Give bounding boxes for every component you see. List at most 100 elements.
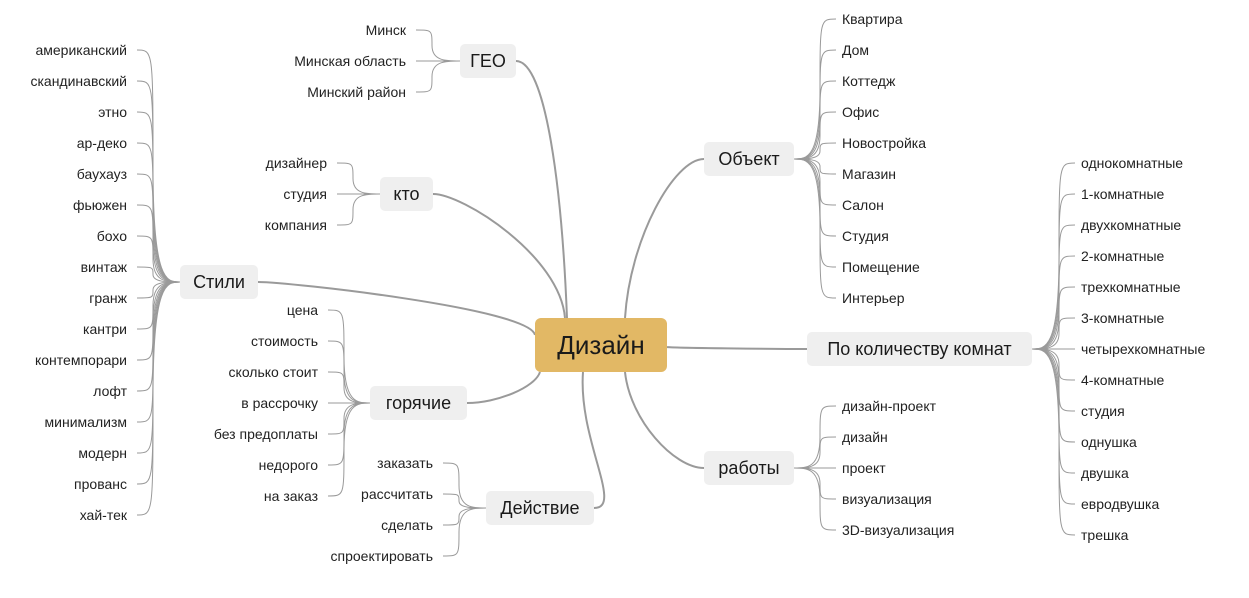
subtopic-deystvie[interactable]: рассчитать xyxy=(361,486,433,502)
subtopic-komnaty[interactable]: однокомнатные xyxy=(1081,155,1184,171)
subtopic-geo[interactable]: Минск xyxy=(365,22,406,38)
subtopic-obekt[interactable]: Студия xyxy=(842,228,889,244)
subtopic-stili[interactable]: этно xyxy=(98,104,127,120)
topic-kto[interactable]: кто xyxy=(380,177,433,211)
connector-goryachie-child xyxy=(327,309,371,404)
connector-stili-child xyxy=(136,80,181,283)
subtopic-stili[interactable]: винтаж xyxy=(80,259,127,275)
subtopic-stili[interactable]: скандинавский xyxy=(30,73,127,89)
connector-goryachie-child xyxy=(327,371,371,404)
subtopic-stili[interactable]: лофт xyxy=(93,383,127,399)
subtopic-deystvie[interactable]: заказать xyxy=(377,455,433,471)
connector-geo-child xyxy=(415,60,461,93)
subtopic-komnaty[interactable]: трешка xyxy=(1081,527,1129,543)
subtopic-raboty[interactable]: дизайн-проект xyxy=(842,398,937,414)
subtopic-komnaty[interactable]: 1-комнатные xyxy=(1081,186,1165,202)
connector-goryachie-child xyxy=(327,402,371,497)
subtopic-komnaty[interactable]: 2-комнатные xyxy=(1081,248,1165,264)
topic-obekt[interactable]: Объект xyxy=(704,142,794,176)
subtopic-stili[interactable]: ар-деко xyxy=(76,135,127,151)
topic-deystvie[interactable]: Действие xyxy=(486,491,594,525)
connector-komnaty-child xyxy=(1031,193,1076,350)
connector-komnaty-child xyxy=(1031,348,1076,536)
topic-komnaty[interactable]: По количеству комнат xyxy=(807,332,1032,366)
subtopic-geo[interactable]: Минская область xyxy=(294,53,406,69)
subtopic-raboty[interactable]: 3D-визуализация xyxy=(842,522,955,538)
subtopic-obekt[interactable]: Дом xyxy=(842,42,870,58)
subtopic-komnaty[interactable]: четырехкомнатные xyxy=(1081,341,1206,357)
subtopic-kto[interactable]: компания xyxy=(264,217,327,233)
topic-geo[interactable]: ГЕО xyxy=(460,44,516,78)
connector-stili-child xyxy=(136,49,181,283)
connector-deystvie-child xyxy=(442,507,487,557)
connector-deystvie-child xyxy=(442,507,487,526)
subtopic-obekt[interactable]: Офис xyxy=(842,104,880,120)
subtopic-stili[interactable]: модерн xyxy=(78,445,127,461)
subtopic-stili[interactable]: гранж xyxy=(89,290,127,306)
connector-komnaty-child xyxy=(1031,317,1076,350)
connector-komnaty-child xyxy=(1031,348,1076,505)
subtopic-kto[interactable]: дизайнер xyxy=(265,155,327,171)
topic-raboty[interactable]: работы xyxy=(704,451,794,485)
subtopic-stili[interactable]: хай-тек xyxy=(79,507,127,523)
subtopic-raboty[interactable]: проект xyxy=(842,460,886,476)
connector-obekt-child xyxy=(793,158,837,206)
subtopic-goryachie[interactable]: цена xyxy=(286,302,318,318)
subtopic-stili[interactable]: прованс xyxy=(74,476,127,492)
subtopic-obekt[interactable]: Интерьер xyxy=(842,290,905,306)
connector-obekt-child xyxy=(793,158,837,299)
subtopic-goryachie[interactable]: сколько стоит xyxy=(228,364,318,380)
subtopic-kto[interactable]: студия xyxy=(283,186,327,202)
subtopic-obekt[interactable]: Квартира xyxy=(842,11,903,27)
connector-stili xyxy=(257,281,536,336)
subtopic-deystvie[interactable]: сделать xyxy=(381,517,433,533)
connector-obekt-child xyxy=(793,111,837,160)
subtopic-stili[interactable]: американский xyxy=(35,42,127,58)
subtopic-komnaty[interactable]: двушка xyxy=(1081,465,1129,481)
subtopic-stili[interactable]: бохо xyxy=(96,228,127,244)
subtopic-stili[interactable]: баухауз xyxy=(76,166,127,182)
connector-obekt-child xyxy=(793,158,837,175)
subtopic-obekt[interactable]: Салон xyxy=(842,197,884,213)
connector-geo xyxy=(515,60,568,319)
subtopic-komnaty[interactable]: однушка xyxy=(1081,434,1137,450)
subtopic-goryachie[interactable]: на заказ xyxy=(263,488,318,504)
subtopic-obekt[interactable]: Новостройка xyxy=(842,135,926,151)
connector-stili-child xyxy=(136,281,181,485)
connector-kto-child xyxy=(336,162,381,195)
subtopic-komnaty[interactable]: двухкомнатные xyxy=(1081,217,1182,233)
topic-stili[interactable]: Стили xyxy=(180,265,258,299)
subtopic-goryachie[interactable]: в рассрочку xyxy=(241,395,318,411)
connector-raboty-child xyxy=(793,467,837,500)
subtopic-obekt[interactable]: Магазин xyxy=(842,166,897,182)
connector-obekt xyxy=(624,158,705,319)
subtopic-goryachie[interactable]: без предоплаты xyxy=(213,426,318,442)
connector-komnaty-child xyxy=(1031,348,1076,381)
topic-goryachie[interactable]: горячие xyxy=(370,386,467,420)
subtopic-geo[interactable]: Минский район xyxy=(307,84,406,100)
connector-deystvie-child xyxy=(442,493,487,509)
subtopic-komnaty[interactable]: студия xyxy=(1081,403,1125,419)
subtopic-goryachie[interactable]: стоимость xyxy=(251,333,318,349)
subtopic-stili[interactable]: фьюжен xyxy=(72,197,127,213)
subtopic-obekt[interactable]: Коттедж xyxy=(842,73,896,89)
subtopic-raboty[interactable]: визуализация xyxy=(842,491,932,507)
subtopic-stili[interactable]: минимализм xyxy=(44,414,127,430)
subtopic-komnaty[interactable]: 4-комнатные xyxy=(1081,372,1165,388)
subtopic-komnaty[interactable]: 3-комнатные xyxy=(1081,310,1165,326)
subtopic-deystvie[interactable]: спроектировать xyxy=(330,548,434,564)
central-topic-dizain[interactable]: Дизайн xyxy=(535,318,667,372)
subtopic-komnaty[interactable]: евродвушка xyxy=(1081,496,1160,512)
subtopic-stili[interactable]: кантри xyxy=(83,321,127,337)
subtopic-goryachie[interactable]: недорого xyxy=(258,457,318,473)
subtopic-obekt[interactable]: Помещение xyxy=(842,259,920,275)
connector-goryachie-child xyxy=(327,402,371,435)
subtopic-stili[interactable]: контемпорари xyxy=(34,352,127,368)
subtopic-raboty[interactable]: дизайн xyxy=(842,429,888,445)
subtopic-komnaty[interactable]: трехкомнатные xyxy=(1081,279,1181,295)
connector-goryachie xyxy=(466,371,541,404)
connector-stili-child xyxy=(136,281,181,516)
connector-komnaty xyxy=(666,346,808,350)
connector-stili-child xyxy=(136,281,181,299)
